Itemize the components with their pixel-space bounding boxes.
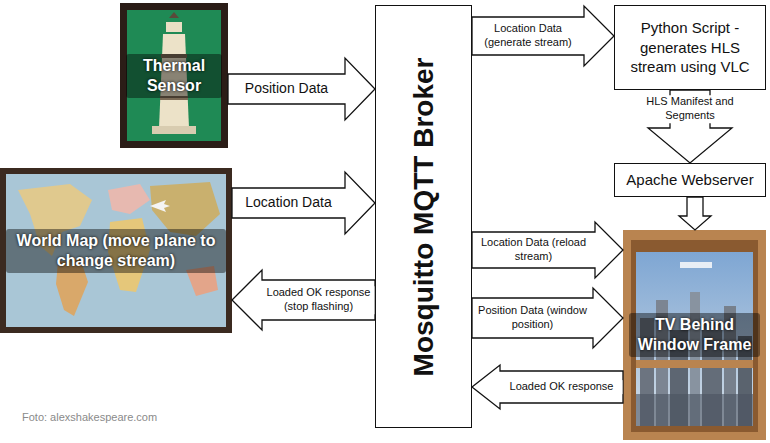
arrow-label: Location Data (reload stream): [473, 236, 594, 264]
arrow-label: Location Data (generate stream): [473, 22, 583, 50]
block-arrow: [472, 6, 614, 66]
sensor-frame: Thermal Sensor: [120, 3, 228, 148]
arrow-label: Loaded OK response (stop flashing): [263, 286, 374, 314]
node-text: Apache Webserver: [626, 170, 753, 190]
process-box: Python Script - generates HLS stream usi…: [614, 5, 766, 90]
arrow-label: Location Data: [233, 194, 344, 212]
broker-box: Mosquitto MQTT Broker: [375, 5, 472, 428]
block-arrow: [232, 270, 375, 330]
photo-credit: Foto: alexshakespeare.com: [22, 411, 157, 423]
window-frame-picture: [623, 230, 766, 440]
arrow-label: Position Data (window position): [473, 304, 592, 332]
block-arrow: [232, 172, 375, 234]
block-arrow: [679, 197, 711, 230]
node-text: Python Script - generates HLS stream usi…: [623, 18, 757, 77]
map-frame: World Map (move plane to change stream): [0, 168, 232, 333]
process-box: Apache Webserver: [614, 163, 766, 197]
world-map-picture: [0, 168, 232, 333]
arrow-label: Loaded OK response: [501, 380, 622, 394]
node-text: Mosquitto MQTT Broker: [408, 57, 440, 376]
block-arrow: [228, 58, 375, 120]
node-text: Thermal Sensor: [126, 54, 222, 98]
arrow-label: Position Data: [229, 80, 344, 98]
block-arrow: [472, 365, 623, 409]
block-arrow: [472, 222, 623, 278]
block-arrow: [472, 288, 623, 348]
arrow-label: HLS Manifest and Segments: [639, 95, 741, 123]
thermal-sensor-picture: [120, 3, 228, 148]
node-text: World Map (move plane to change stream): [6, 229, 226, 273]
node-text: TV Behind Window Frame: [629, 313, 760, 357]
tv-frame: TV Behind Window Frame: [623, 230, 766, 440]
